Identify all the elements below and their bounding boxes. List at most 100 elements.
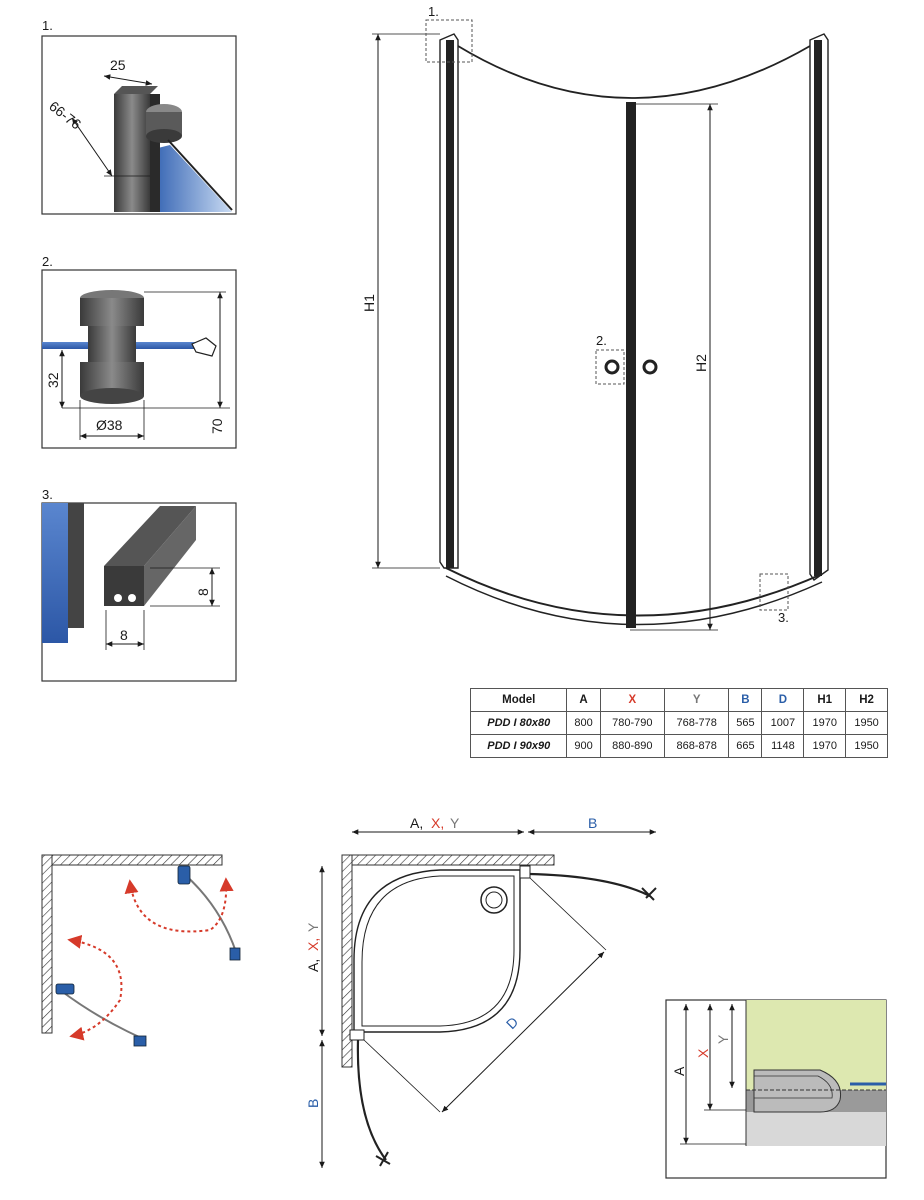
wall-left-hatch bbox=[41, 854, 53, 1034]
detail-1-dim-25: 25 bbox=[110, 57, 126, 73]
door-knob-right[interactable] bbox=[642, 359, 658, 375]
detail-2: 2. 32 70 Ø38 bbox=[41, 254, 237, 449]
front-view: H1 H2 1. 2. 3. bbox=[361, 4, 829, 631]
table-cell: PDD I 90x90 bbox=[469, 734, 568, 758]
header-x: X bbox=[599, 688, 665, 712]
dim-side-y: Y bbox=[305, 922, 321, 932]
detail-3: 3. 8 8 bbox=[41, 487, 237, 682]
dim-d-ext-top bbox=[529, 877, 607, 951]
callout-1-label: 1. bbox=[428, 4, 439, 19]
door-open-right bbox=[529, 872, 651, 897]
left-post-profile bbox=[446, 40, 454, 568]
detail-1-profile-top bbox=[114, 86, 158, 94]
callout-2-box bbox=[595, 349, 625, 385]
detail-2-knob-neck bbox=[88, 326, 136, 362]
table-cell: 565 bbox=[728, 711, 763, 735]
header-d: D bbox=[761, 688, 805, 712]
handle-icon bbox=[229, 947, 241, 961]
detail-1-number: 1. bbox=[42, 18, 53, 33]
top-arc bbox=[457, 45, 811, 99]
callout-2-label: 2. bbox=[596, 333, 607, 348]
dim-top-b: B bbox=[588, 815, 597, 831]
section-profile-inner bbox=[754, 1075, 833, 1099]
sec-dim-y: Y bbox=[715, 1034, 731, 1044]
hinge-icon bbox=[177, 865, 191, 885]
header-y: Y bbox=[663, 688, 730, 712]
side-section: A X Y bbox=[665, 999, 887, 1179]
header-model: Model bbox=[469, 688, 568, 712]
door-leaf-right bbox=[181, 871, 237, 953]
sec-dim-a: A bbox=[671, 1066, 687, 1076]
plan-view: A, X, Y B A, X, Y B D bbox=[305, 815, 657, 1168]
detail-3-seal-front bbox=[104, 566, 144, 606]
h2-label: H2 bbox=[693, 354, 709, 372]
detail-2-hand-icon bbox=[191, 337, 217, 357]
detail-3-dim-h: 8 bbox=[195, 588, 211, 596]
right-post-profile bbox=[814, 40, 822, 576]
detail-3-seal-side bbox=[144, 506, 196, 606]
swing-arrow-right bbox=[124, 877, 234, 933]
detail-1-dim-25-line bbox=[103, 74, 153, 86]
detail-3-seal-top bbox=[104, 506, 196, 566]
dim-d: D bbox=[503, 1014, 521, 1032]
section-floor bbox=[746, 1112, 886, 1146]
table-cell: 1007 bbox=[761, 711, 805, 735]
post-left bbox=[349, 1029, 365, 1041]
wall-top-hatch bbox=[41, 854, 223, 866]
table-cell: PDD I 80x80 bbox=[469, 711, 568, 735]
dim-side-a: A, bbox=[305, 959, 321, 972]
table-row: PDD I 80x80 800 780-790 768-778 565 1007… bbox=[469, 711, 888, 735]
handle-icon bbox=[375, 1151, 391, 1167]
callout-3-box bbox=[759, 573, 789, 611]
plan-wall-left bbox=[341, 854, 353, 1068]
drain-inner bbox=[485, 891, 503, 909]
post-top bbox=[519, 865, 531, 879]
dim-top-a: A, bbox=[410, 815, 423, 831]
detail-3-seal-hole bbox=[114, 594, 122, 602]
detail-1-profile bbox=[114, 94, 150, 212]
detail-2-knob-base bbox=[80, 388, 144, 404]
door-open-left bbox=[356, 1039, 387, 1161]
callout-3-label: 3. bbox=[778, 610, 789, 625]
dim-top-y: Y bbox=[450, 815, 460, 831]
center-stile bbox=[626, 102, 636, 628]
spec-table: Model A X Y B D H1 H2 PDD I 80x80 800 78… bbox=[469, 688, 888, 758]
h1-label: H1 bbox=[361, 294, 377, 312]
handle-icon bbox=[133, 1035, 147, 1047]
table-cell: 800 bbox=[566, 711, 601, 735]
table-cell: 665 bbox=[728, 734, 763, 758]
dim-d-line bbox=[441, 951, 605, 1113]
callout-1-box bbox=[425, 19, 473, 63]
dim-top-x: X, bbox=[431, 815, 444, 831]
detail-2-dim-32: 32 bbox=[45, 372, 61, 388]
table-cell: 880-890 bbox=[599, 734, 665, 758]
table-row: PDD I 90x90 900 880-890 868-878 665 1148… bbox=[469, 734, 888, 758]
detail-2-number: 2. bbox=[42, 254, 53, 269]
dim-side-x: X, bbox=[305, 938, 321, 951]
door-knob-left[interactable] bbox=[604, 359, 620, 375]
table-cell: 868-878 bbox=[663, 734, 730, 758]
detail-3-glass bbox=[42, 503, 68, 643]
table-cell: 1970 bbox=[803, 734, 847, 758]
header-a: A bbox=[566, 688, 601, 712]
detail-3-number: 3. bbox=[42, 487, 53, 502]
table-cell: 900 bbox=[566, 734, 601, 758]
detail-2-dim-70: 70 bbox=[209, 418, 225, 434]
detail-2-knob-upper bbox=[80, 298, 144, 326]
table-cell: 768-778 bbox=[663, 711, 730, 735]
dim-d-ext-bottom bbox=[363, 1039, 441, 1113]
detail-3-seal-hole bbox=[128, 594, 136, 602]
hinge-icon bbox=[55, 983, 75, 995]
detail-3-frame-profile bbox=[68, 503, 84, 628]
detail-1-profile-side bbox=[150, 94, 160, 212]
detail-1-glass-edge bbox=[167, 139, 233, 211]
dim-side-b: B bbox=[305, 1099, 321, 1108]
table-header-row: Model A X Y B D H1 H2 bbox=[469, 688, 888, 712]
detail-1-dim-range-line bbox=[71, 117, 113, 177]
section-profile bbox=[753, 1069, 842, 1113]
detail-3-dim-w: 8 bbox=[120, 627, 128, 643]
sec-dim-x: X bbox=[695, 1048, 711, 1058]
detail-2-dim-38: Ø38 bbox=[96, 417, 123, 433]
header-h1: H1 bbox=[803, 688, 847, 712]
